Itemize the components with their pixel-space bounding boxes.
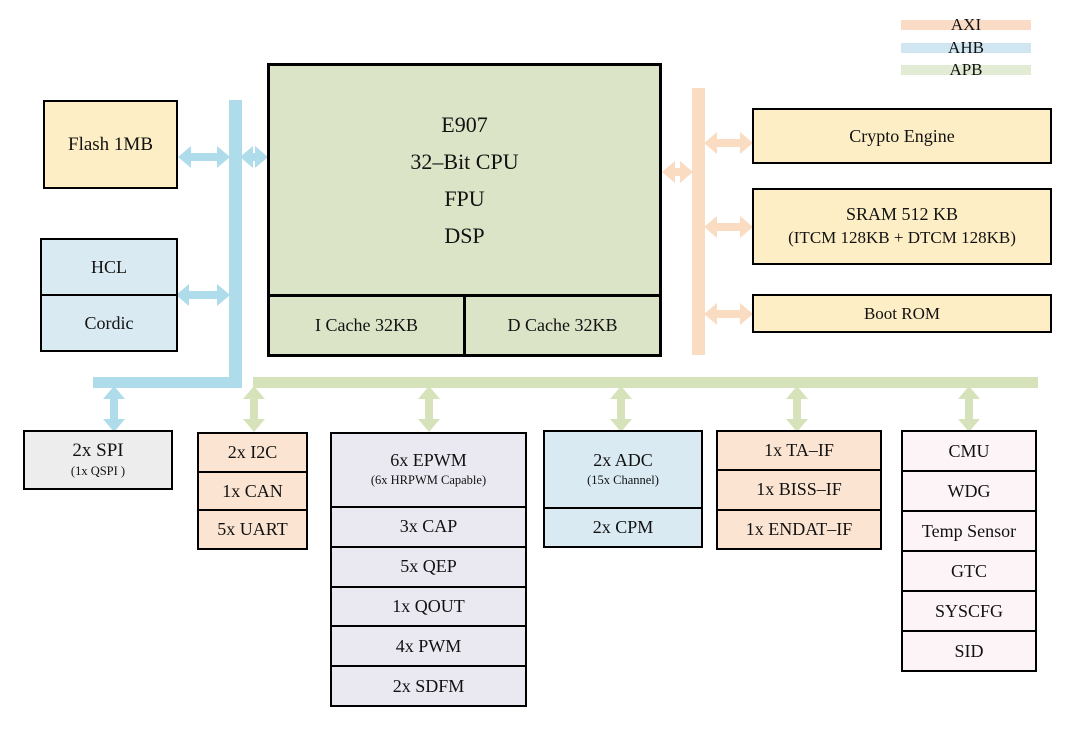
cpu-title-line: 32–Bit CPU xyxy=(410,149,519,174)
pwm-cell: 6x EPWM (6x HRPWM Capable) xyxy=(332,434,525,506)
block-comm: 2x I2C 1x CAN 5x UART xyxy=(197,432,308,550)
apb-pwm-arrow xyxy=(418,386,440,432)
block-hcl-cordic: HCL Cordic xyxy=(40,238,178,352)
flash-ahb-arrow xyxy=(178,146,230,168)
block-sram: SRAM 512 KB (ITCM 128KB + DTCM 128KB) xyxy=(752,188,1052,265)
axi-bus-vertical xyxy=(692,88,705,355)
hcl-ahb-arrow xyxy=(176,284,230,306)
pwm-cell: 5x QEP xyxy=(332,545,525,586)
block-system: CMU WDG Temp Sensor GTC SYSCFG SID xyxy=(901,430,1037,672)
spi-subtitle: (1x QSPI ) xyxy=(70,463,126,478)
ahb-bus-swatch xyxy=(901,43,1031,53)
pwm-cell: 3x CAP xyxy=(332,506,525,546)
spi-title: 2x SPI xyxy=(72,439,124,461)
ahb-bus-horizontal xyxy=(93,377,242,388)
legend-ahb: AHB xyxy=(901,37,1031,59)
cpu-axi-arrow xyxy=(662,161,693,183)
comm-cell: 5x UART xyxy=(199,509,306,548)
block-spi: 2x SPI (1x QSPI ) xyxy=(23,430,173,490)
epwm-subtitle: (6x HRPWM Capable) xyxy=(370,473,487,488)
adc-cell: 2x ADC (15x Channel) xyxy=(545,432,701,507)
cell-icache: I Cache 32KB xyxy=(315,315,418,335)
comm-cell: 2x I2C xyxy=(227,441,278,462)
sram-subtitle: (ITCM 128KB + DTCM 128KB) xyxy=(788,227,1016,247)
pwm-cell: 2x SDFM xyxy=(332,665,525,705)
apb-encoder-arrow xyxy=(786,386,808,432)
system-cell: Temp Sensor xyxy=(903,510,1035,550)
system-cell: WDG xyxy=(903,470,1035,510)
block-crypto-engine: Crypto Engine xyxy=(752,108,1052,164)
adc-cell: 2x CPM xyxy=(545,507,701,546)
system-cell: SID xyxy=(903,630,1035,670)
apb-adc-arrow xyxy=(610,386,632,432)
pwm-cell: 1x QOUT xyxy=(332,585,525,626)
cell-hcl: HCL xyxy=(91,256,127,277)
axi-sram-arrow xyxy=(704,216,753,238)
adc-title: 2x ADC xyxy=(593,449,653,470)
cpu-title-line: DSP xyxy=(444,223,485,248)
adc-subtitle: (15x Channel) xyxy=(587,472,659,487)
cell-cordic: Cordic xyxy=(42,294,176,350)
block-cpu: E907 32–Bit CPU FPU DSP I Cache 32KB D C… xyxy=(267,63,662,357)
block-adc: 2x ADC (15x Channel) 2x CPM xyxy=(543,430,703,548)
sram-title: SRAM 512 KB xyxy=(845,204,959,225)
cpu-title-line: FPU xyxy=(444,186,485,211)
legend-apb: APB xyxy=(901,59,1031,81)
block-boot-rom: Boot ROM xyxy=(752,294,1052,333)
encoder-cell: 1x BISS–IF xyxy=(718,469,880,508)
block-pwm: 6x EPWM (6x HRPWM Capable) 3x CAP 5x QEP… xyxy=(330,432,527,707)
axi-bus-swatch xyxy=(901,20,1031,30)
ahb-spi-arrow xyxy=(103,386,125,432)
apb-bus-horizontal xyxy=(253,377,1038,388)
block-encoder-if: 1x TA–IF 1x BISS–IF 1x ENDAT–IF xyxy=(716,430,882,550)
encoder-cell: 1x TA–IF xyxy=(764,440,834,461)
cell-dcache: D Cache 32KB xyxy=(463,297,659,354)
legend-label: APB xyxy=(949,60,983,79)
ahb-bus-vertical xyxy=(229,100,242,388)
axi-bootrom-arrow xyxy=(704,303,753,325)
system-cell: GTC xyxy=(903,550,1035,590)
pwm-cell: 4x PWM xyxy=(332,625,525,665)
legend-axi: AXI xyxy=(901,14,1031,36)
ahb-cpu-arrow xyxy=(240,146,268,168)
apb-system-arrow xyxy=(958,386,980,432)
cpu-title: E907 32–Bit CPU FPU DSP xyxy=(270,66,659,294)
axi-crypto-arrow xyxy=(704,132,753,154)
system-cell: CMU xyxy=(948,440,990,461)
apb-bus-swatch xyxy=(901,65,1031,75)
legend-label: AHB xyxy=(948,38,984,57)
system-cell: SYSCFG xyxy=(903,590,1035,630)
epwm-title: 6x EPWM xyxy=(390,450,467,471)
apb-comm-arrow xyxy=(243,386,265,432)
legend-label: AXI xyxy=(950,15,982,34)
block-flash: Flash 1MB xyxy=(43,100,178,189)
cpu-title-line: E907 xyxy=(441,112,488,137)
cpu-cache-row: I Cache 32KB D Cache 32KB xyxy=(270,294,659,354)
comm-cell: 1x CAN xyxy=(199,470,306,510)
encoder-cell: 1x ENDAT–IF xyxy=(718,508,880,548)
